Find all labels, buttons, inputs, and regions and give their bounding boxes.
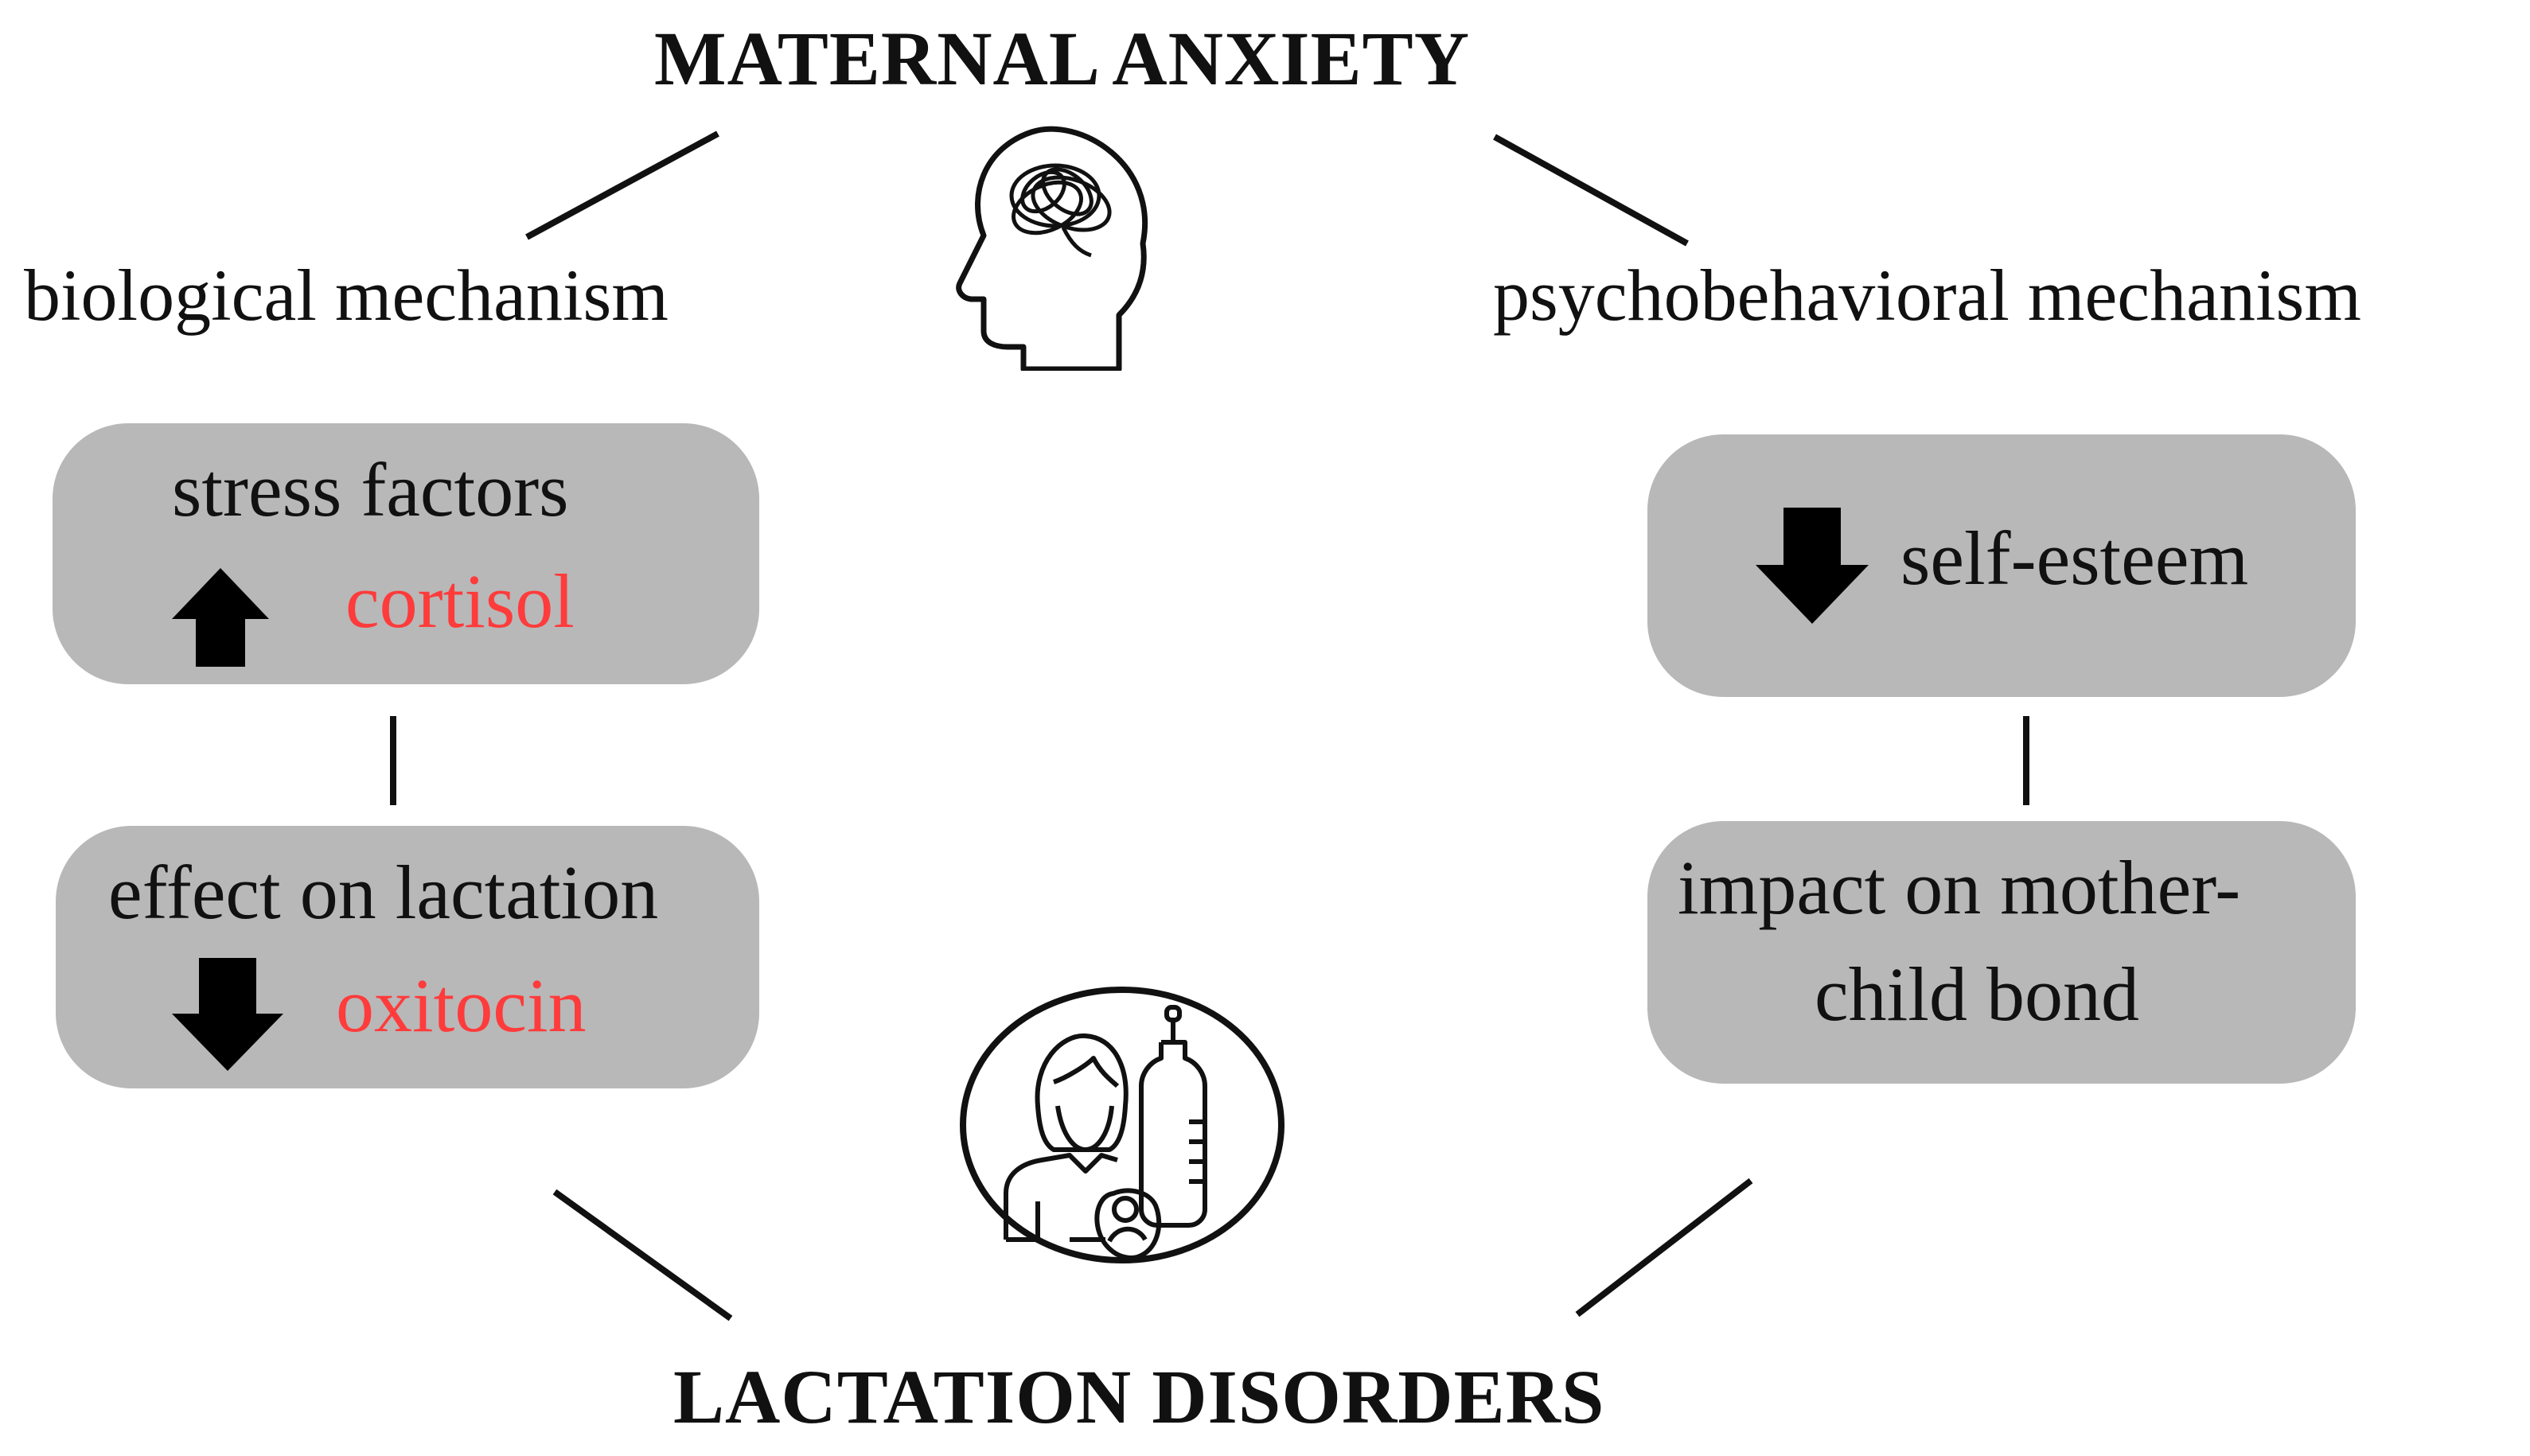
oxitocin-text: oxitocin: [336, 963, 587, 1048]
label-biological-mechanism: biological mechanism: [24, 255, 669, 336]
mother-child-bond-line2: child bond: [1815, 952, 2139, 1037]
head-brain-tangle-icon: [956, 126, 1148, 371]
effect-on-lactation-text: effect on lactation: [108, 850, 659, 935]
box-effect-on-lactation: effect on lactation oxitocin: [56, 826, 759, 1088]
box-self-esteem: self-esteem: [1647, 434, 2356, 697]
connector-bottom-right: [1575, 1178, 1753, 1318]
box-mother-child-bond: impact on mother- child bond: [1647, 821, 2356, 1084]
self-esteem-text: self-esteem: [1900, 516, 2249, 601]
title-maternal-anxiety: MATERNAL ANXIETY: [654, 16, 1471, 101]
connector-top-right: [1493, 134, 1689, 247]
connector-top-left: [525, 130, 719, 240]
down-arrow-icon: [172, 958, 283, 1071]
mother-baby-bottle-icon: [960, 987, 1284, 1263]
up-arrow-icon: [172, 568, 269, 667]
mother-child-bond-line1: impact on mother-: [1678, 845, 2241, 930]
stress-factors-text: stress factors: [172, 447, 569, 532]
title-lactation-disorders: LACTATION DISORDERS: [673, 1354, 1605, 1439]
cortisol-text: cortisol: [345, 559, 575, 644]
down-arrow-icon: [1756, 508, 1869, 624]
connector-bottom-left: [552, 1189, 733, 1322]
box-stress-factors: stress factors cortisol: [53, 423, 759, 684]
label-psychobehavioral-mechanism: psychobehavioral mechanism: [1493, 255, 2361, 336]
